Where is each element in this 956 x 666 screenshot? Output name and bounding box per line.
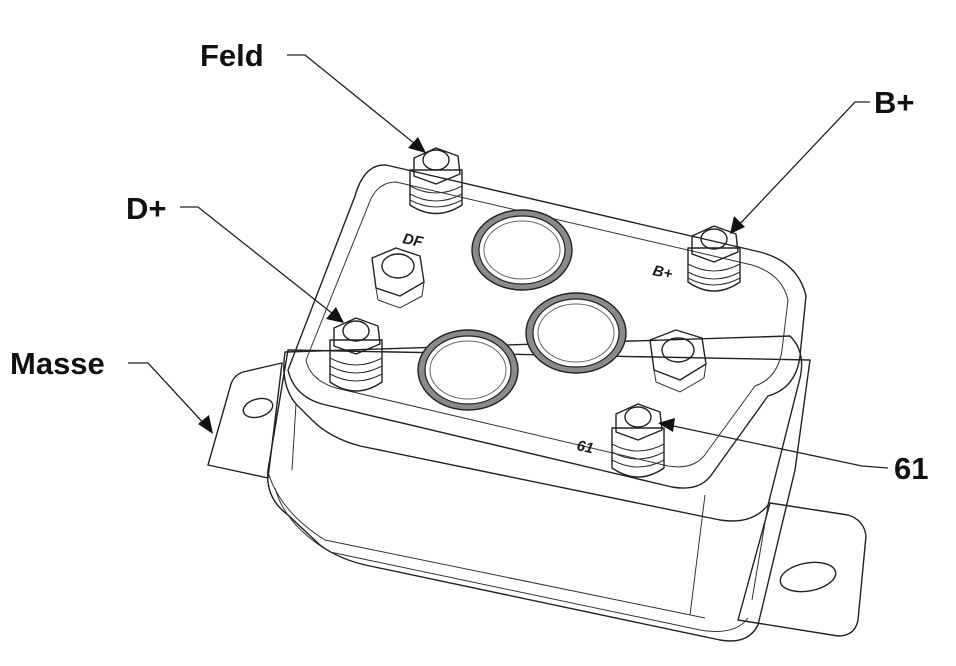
leader-feld [287, 54, 426, 153]
terminal-61 [611, 403, 665, 478]
mounting-tab-right [737, 502, 867, 637]
leader-masse [128, 362, 213, 434]
housing [266, 164, 811, 642]
terminal-d-plus [329, 317, 383, 392]
seal-ring-3 [417, 329, 519, 411]
label-d-plus: D+ [126, 191, 167, 226]
stamp-df: DF [401, 230, 425, 251]
hex-bolt-left [371, 247, 425, 309]
terminal-df [409, 147, 463, 215]
terminal-b-plus [687, 225, 741, 292]
seal-ring-2 [525, 292, 627, 374]
label-masse: Masse [10, 346, 105, 381]
leader-61 [658, 418, 889, 469]
stamp-61: 61 [575, 437, 595, 457]
leader-b-plus [730, 101, 870, 234]
stamp-b-plus: B+ [651, 262, 674, 283]
label-b-plus: B+ [874, 85, 915, 120]
mounting-tab-left [207, 362, 283, 479]
seal-ring-1 [471, 209, 573, 291]
label-feld: Feld [200, 38, 264, 73]
leader-d-plus [180, 206, 344, 323]
label-61: 61 [894, 451, 928, 486]
hex-bolt-right [649, 329, 707, 393]
